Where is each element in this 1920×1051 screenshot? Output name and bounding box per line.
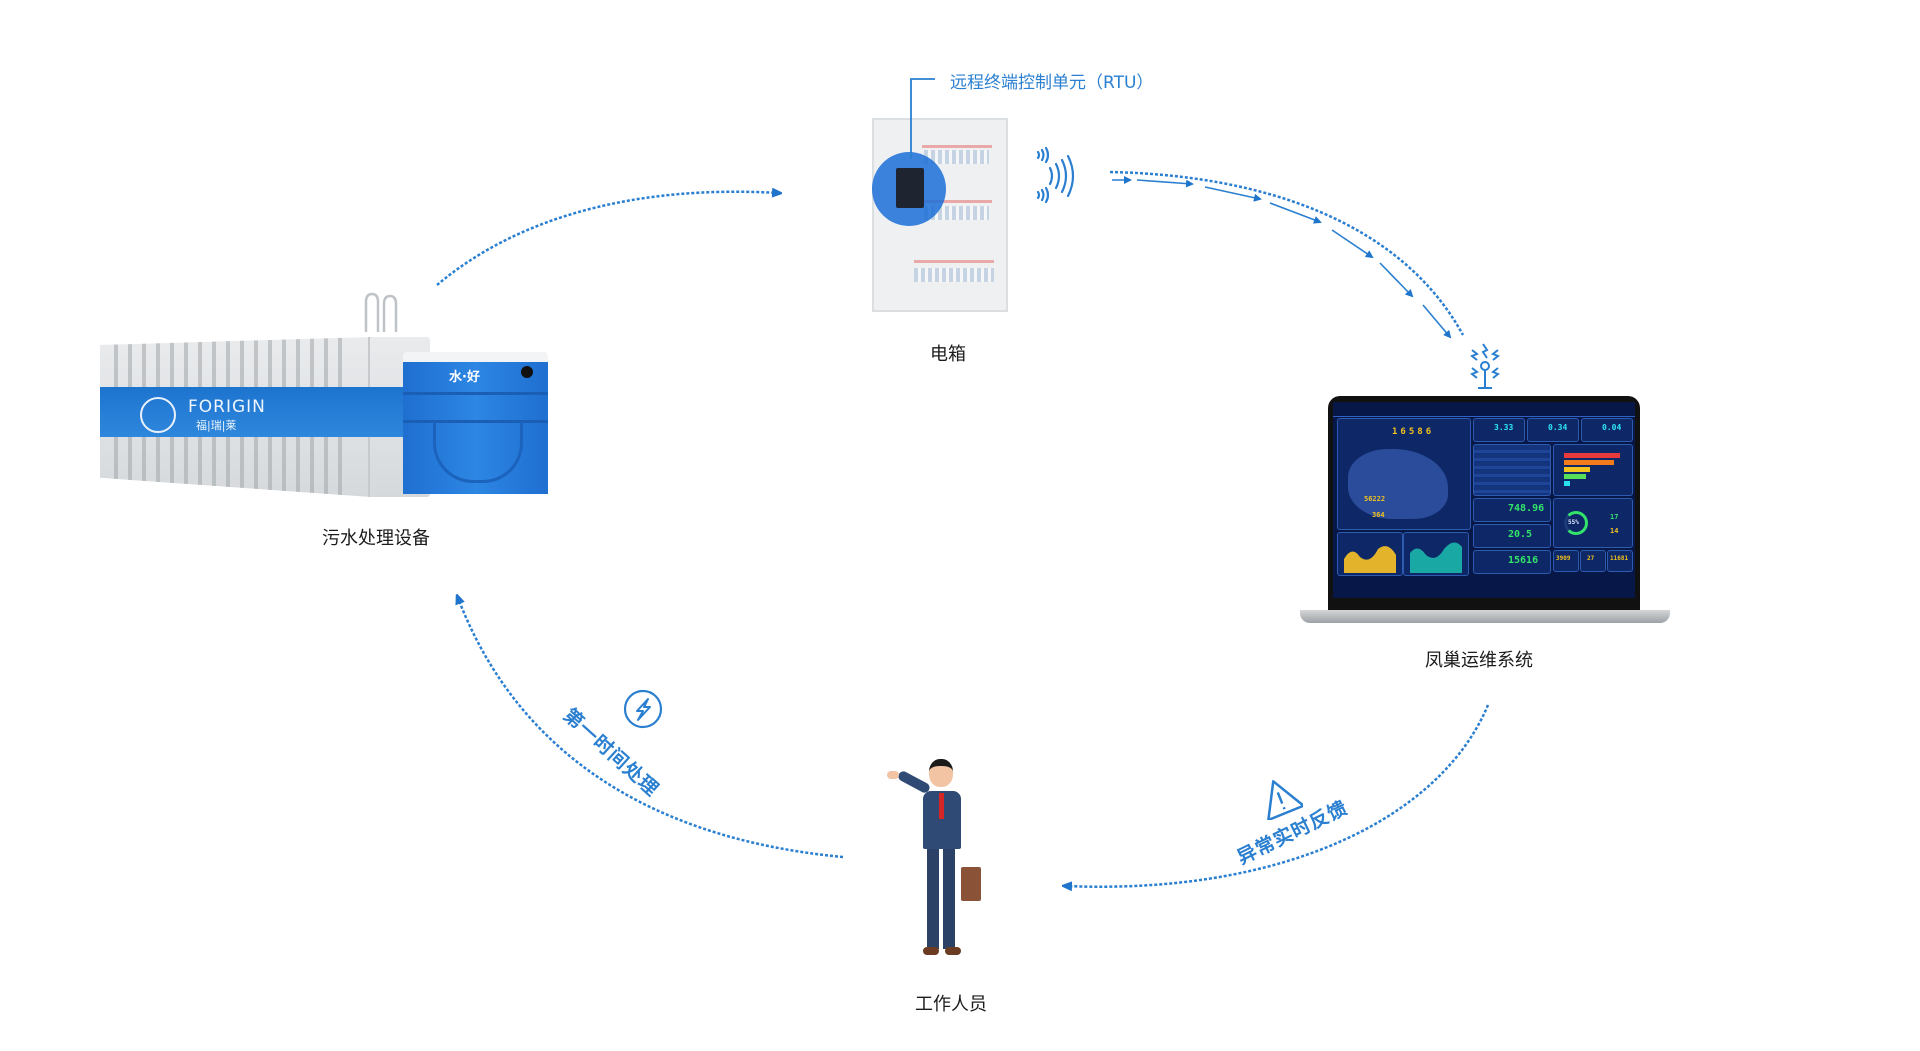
tank-slogan: 水·好 xyxy=(449,370,480,385)
briefcase-icon xyxy=(961,867,981,901)
antenna-icon xyxy=(1470,343,1500,389)
arrow-worker-to-equipment xyxy=(458,598,844,859)
worker-tie xyxy=(939,793,944,819)
brand-name-en: FORIGIN xyxy=(188,397,266,417)
wireless-signal-icon xyxy=(1036,146,1075,204)
bar xyxy=(1564,460,1614,465)
counter-digits: 1 6 5 8 6 xyxy=(1392,427,1432,437)
ops-dashboard-screen: 1 6 5 8 6 56222 364 3.33 0.34 0.04 xyxy=(1333,402,1635,598)
container-body: FORIGIN 福|瑞|莱 xyxy=(100,337,430,497)
label-ops-system: 凤巢运维系统 xyxy=(1425,650,1533,671)
rtu-callout-label: 远程终端控制单元（RTU） xyxy=(950,73,1154,93)
tank-sensor-icon xyxy=(521,366,533,378)
signal-arrow-segments xyxy=(1112,176,1452,339)
warning-triangle-icon xyxy=(1267,780,1303,820)
area-chart-panel xyxy=(1403,532,1469,576)
stat-box: 27 xyxy=(1580,550,1606,572)
laptop: 1 6 5 8 6 56222 364 3.33 0.34 0.04 xyxy=(1328,396,1640,610)
laptop-base xyxy=(1300,610,1670,623)
bar xyxy=(1564,481,1570,486)
worker-leg xyxy=(943,849,955,949)
bar xyxy=(1564,467,1590,472)
sewage-treatment-equipment: FORIGIN 福|瑞|莱 水·好 xyxy=(100,292,550,507)
area-chart-panel xyxy=(1337,532,1403,576)
arrow-system-to-worker xyxy=(1066,704,1490,887)
label-sewage-treatment-equipment: 污水处理设备 xyxy=(322,528,430,549)
china-map xyxy=(1348,449,1448,519)
metric-card: 748.96 xyxy=(1473,498,1551,522)
arrow-equipment-to-box xyxy=(436,192,778,286)
blue-tank: 水·好 xyxy=(403,352,548,494)
map-value: 56222 xyxy=(1364,495,1386,503)
label-worker: 工作人员 xyxy=(915,994,987,1015)
map-panel: 1 6 5 8 6 56222 364 xyxy=(1337,418,1471,530)
dashboard-title-bar xyxy=(1333,406,1635,417)
bar-chart-panel xyxy=(1553,444,1633,496)
worker-hand xyxy=(887,771,899,779)
progress-gauge xyxy=(1564,511,1588,535)
kpi-card: 0.34 xyxy=(1527,418,1579,442)
worker-head xyxy=(929,759,953,787)
bar xyxy=(1564,453,1620,458)
kpi-card: 3.33 xyxy=(1473,418,1525,442)
worker-leg xyxy=(927,849,939,949)
map-value: 364 xyxy=(1372,511,1385,519)
worker-figure xyxy=(885,755,985,965)
ladder-handles xyxy=(364,292,398,332)
brand-name-cn: 福|瑞|莱 xyxy=(196,419,237,432)
label-electric-box: 电箱 xyxy=(930,344,966,365)
arrow-box-to-system xyxy=(1109,170,1465,336)
worker-arm xyxy=(896,769,932,795)
lightning-icon xyxy=(623,689,663,729)
kpi-card: 0.04 xyxy=(1581,418,1633,442)
metric-card: 20.5 xyxy=(1473,524,1551,548)
rtu-leader-line xyxy=(910,78,935,159)
stat-box: 3909 xyxy=(1553,550,1579,572)
rtu-device xyxy=(896,168,924,208)
worker-shoe xyxy=(945,947,961,955)
metric-card: 15616 xyxy=(1473,550,1551,574)
worker-shoe xyxy=(923,947,939,955)
gauge-panel: 55% 17 14 xyxy=(1553,498,1633,548)
electric-box xyxy=(872,118,1008,312)
stat-box: 11681 xyxy=(1607,550,1633,572)
brand-logo-icon xyxy=(140,397,176,433)
bar xyxy=(1564,474,1586,479)
data-table-panel xyxy=(1473,444,1551,496)
